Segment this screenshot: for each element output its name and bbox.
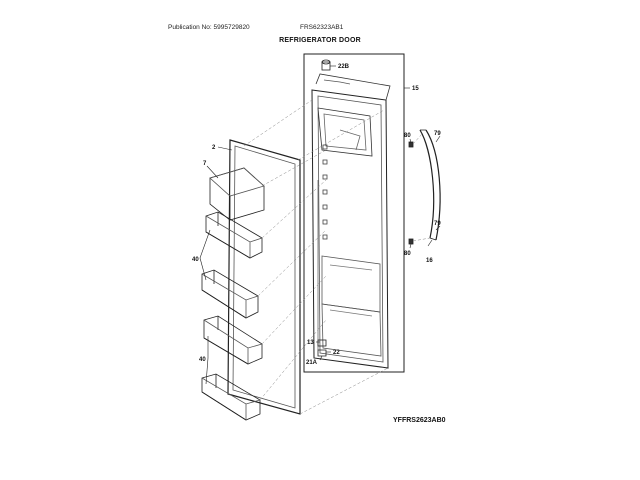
door-liner [311, 73, 391, 369]
handle-screw-bottom [408, 238, 414, 245]
callout-13: 13 [307, 340, 314, 346]
door-bin-3 [203, 315, 263, 365]
dairy-door-bin [209, 167, 265, 221]
diagram-title: REFRIGERATOR DOOR [279, 37, 361, 44]
door-handle [419, 129, 441, 241]
callout-2: 2 [212, 145, 216, 151]
drawing-code: YFFRS2623AB0 [393, 417, 446, 424]
door-frame-box [303, 53, 405, 373]
publication-number: Publication No: 5995729820 [168, 24, 250, 31]
door-bin-2 [201, 269, 259, 319]
model-number: FRS62323AB1 [300, 24, 344, 31]
door-bin-1 [205, 211, 263, 259]
callout-79-top: 79 [434, 131, 441, 137]
explosion-lines [243, 99, 431, 415]
door-bin-4 [201, 373, 261, 421]
callout-7: 7 [203, 161, 207, 167]
callout-40-upper: 40 [192, 257, 199, 263]
callout-16: 16 [426, 258, 433, 264]
callout-21a: 21A [306, 360, 318, 366]
small-parts-bottom [317, 339, 327, 357]
cap-part [321, 59, 331, 71]
door-gasket [227, 139, 301, 415]
callout-79-bottom: 79 [434, 221, 441, 227]
callout-40-lower: 40 [199, 357, 206, 363]
callout-22: 22 [333, 350, 340, 356]
callout-15: 15 [412, 86, 419, 92]
callout-80-top: 80 [404, 133, 411, 139]
leader-lines [199, 65, 441, 385]
callout-80-bottom: 80 [404, 251, 411, 257]
callout-22b: 22B [338, 64, 350, 70]
